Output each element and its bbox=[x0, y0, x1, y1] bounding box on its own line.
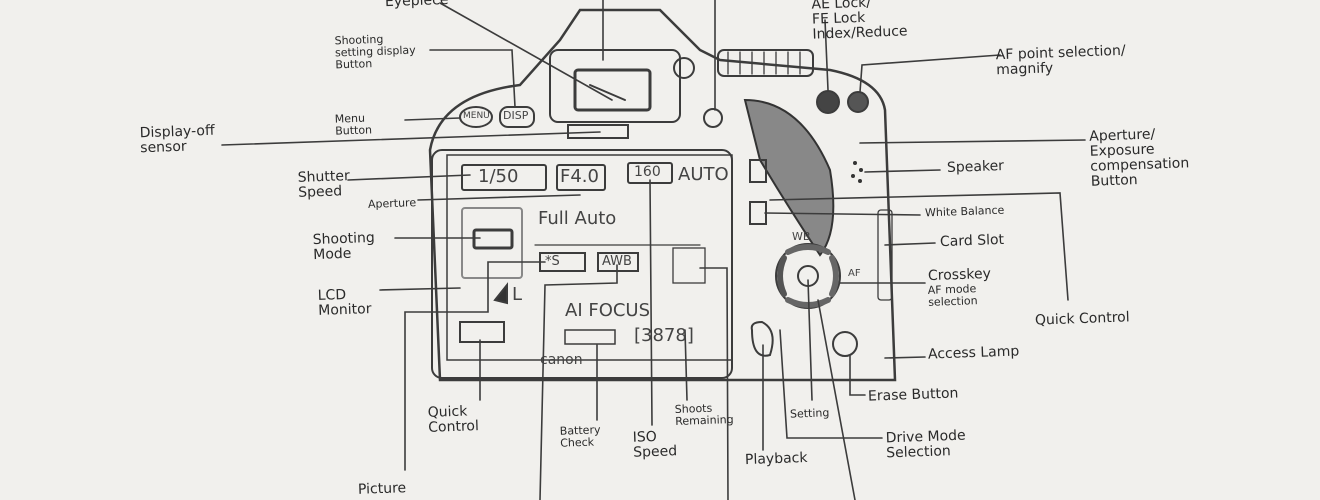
lcd-af-mode: AI FOCUS bbox=[565, 300, 651, 321]
thumb-grip bbox=[743, 98, 835, 257]
label-card-slot: Card Slot bbox=[939, 231, 1005, 251]
label-erase-button: Erase Button bbox=[867, 385, 959, 405]
label-iso-speed: ISO Speed bbox=[632, 428, 678, 461]
label-menu: Menu Button bbox=[334, 111, 373, 138]
brand-logo: canon bbox=[540, 352, 583, 368]
wb-button-label: WB bbox=[792, 230, 811, 243]
af-button-label: AF bbox=[848, 268, 861, 279]
speaker-holes bbox=[851, 161, 863, 183]
eyepiece-window bbox=[573, 68, 652, 112]
lcd-quality: L bbox=[512, 284, 523, 305]
picture-style-icon bbox=[672, 247, 706, 284]
display-off-sensor bbox=[567, 124, 629, 139]
menu-button bbox=[459, 106, 493, 128]
menu-button-label[interactable]: MENU bbox=[463, 111, 490, 121]
label-af-point: AF point selection/ magnify bbox=[995, 42, 1126, 79]
lcd-iso-mode: AUTO bbox=[678, 164, 729, 185]
quality-icon bbox=[493, 282, 508, 305]
crosskey-right bbox=[829, 255, 839, 297]
label-picture: Picture bbox=[357, 480, 407, 498]
lcd-white-balance: AWB bbox=[602, 254, 632, 269]
label-shoots-remaining: Shoots Remaining bbox=[674, 401, 734, 429]
quick-control-button bbox=[749, 201, 767, 225]
card-slot bbox=[877, 209, 893, 301]
label-ae-lock: AE Lock/ FE Lock Index/Reduce bbox=[811, 0, 908, 43]
lcd-shooting-mode: Full Auto bbox=[538, 208, 617, 229]
lcd-screen bbox=[446, 154, 733, 361]
label-playback: Playback bbox=[744, 449, 808, 469]
label-quick-control-left: Quick Control bbox=[427, 403, 480, 436]
ae-lock-button bbox=[816, 90, 840, 114]
erase-button-shape bbox=[832, 331, 858, 357]
diopter-dial bbox=[673, 57, 695, 79]
playback-button bbox=[750, 320, 774, 357]
label-drive-mode: Drive Mode Selection bbox=[885, 427, 966, 462]
mode-box bbox=[461, 207, 523, 279]
label-display-off: Display-off sensor bbox=[139, 122, 215, 157]
label-speaker: Speaker bbox=[946, 158, 1005, 176]
crosskey-up bbox=[785, 244, 831, 255]
disp-button bbox=[499, 106, 535, 128]
label-setting: Setting bbox=[789, 406, 830, 421]
av-button bbox=[749, 159, 767, 183]
label-af-mode: AF mode selection bbox=[927, 282, 978, 309]
lcd-shots-remaining: [3878] bbox=[634, 325, 694, 346]
battery-icon bbox=[564, 329, 616, 345]
camera-body bbox=[428, 8, 897, 382]
live-view-button bbox=[703, 108, 723, 128]
label-shooting-mode: Shooting Mode bbox=[312, 229, 376, 264]
viewfinder bbox=[549, 49, 681, 123]
label-aperture: Aperture bbox=[367, 196, 417, 211]
lcd-shutter-speed: 1/50 bbox=[478, 166, 519, 187]
main-dial bbox=[717, 49, 814, 77]
label-battery-check: Battery Check bbox=[559, 423, 601, 450]
label-access-lamp: Access Lamp bbox=[927, 343, 1020, 363]
label-lcd-monitor: LCD Monitor bbox=[317, 286, 372, 319]
crosskey-left bbox=[777, 255, 787, 297]
lcd-iso: 160 bbox=[634, 164, 661, 180]
label-shutter-speed: Shutter Speed bbox=[297, 168, 350, 201]
crosskey-down bbox=[785, 297, 831, 308]
disp-button-label[interactable]: DISP bbox=[503, 109, 529, 122]
label-shooting-setting: Shooting setting display Button bbox=[334, 32, 416, 72]
label-crosskey: Crosskey bbox=[927, 265, 992, 285]
af-point-button bbox=[847, 91, 869, 113]
label-aperture-exposure: Aperture/ Exposure compensation Button bbox=[1088, 126, 1190, 190]
lcd-aperture: F4.0 bbox=[560, 166, 599, 187]
lcd-picture-style: *S bbox=[545, 254, 560, 269]
